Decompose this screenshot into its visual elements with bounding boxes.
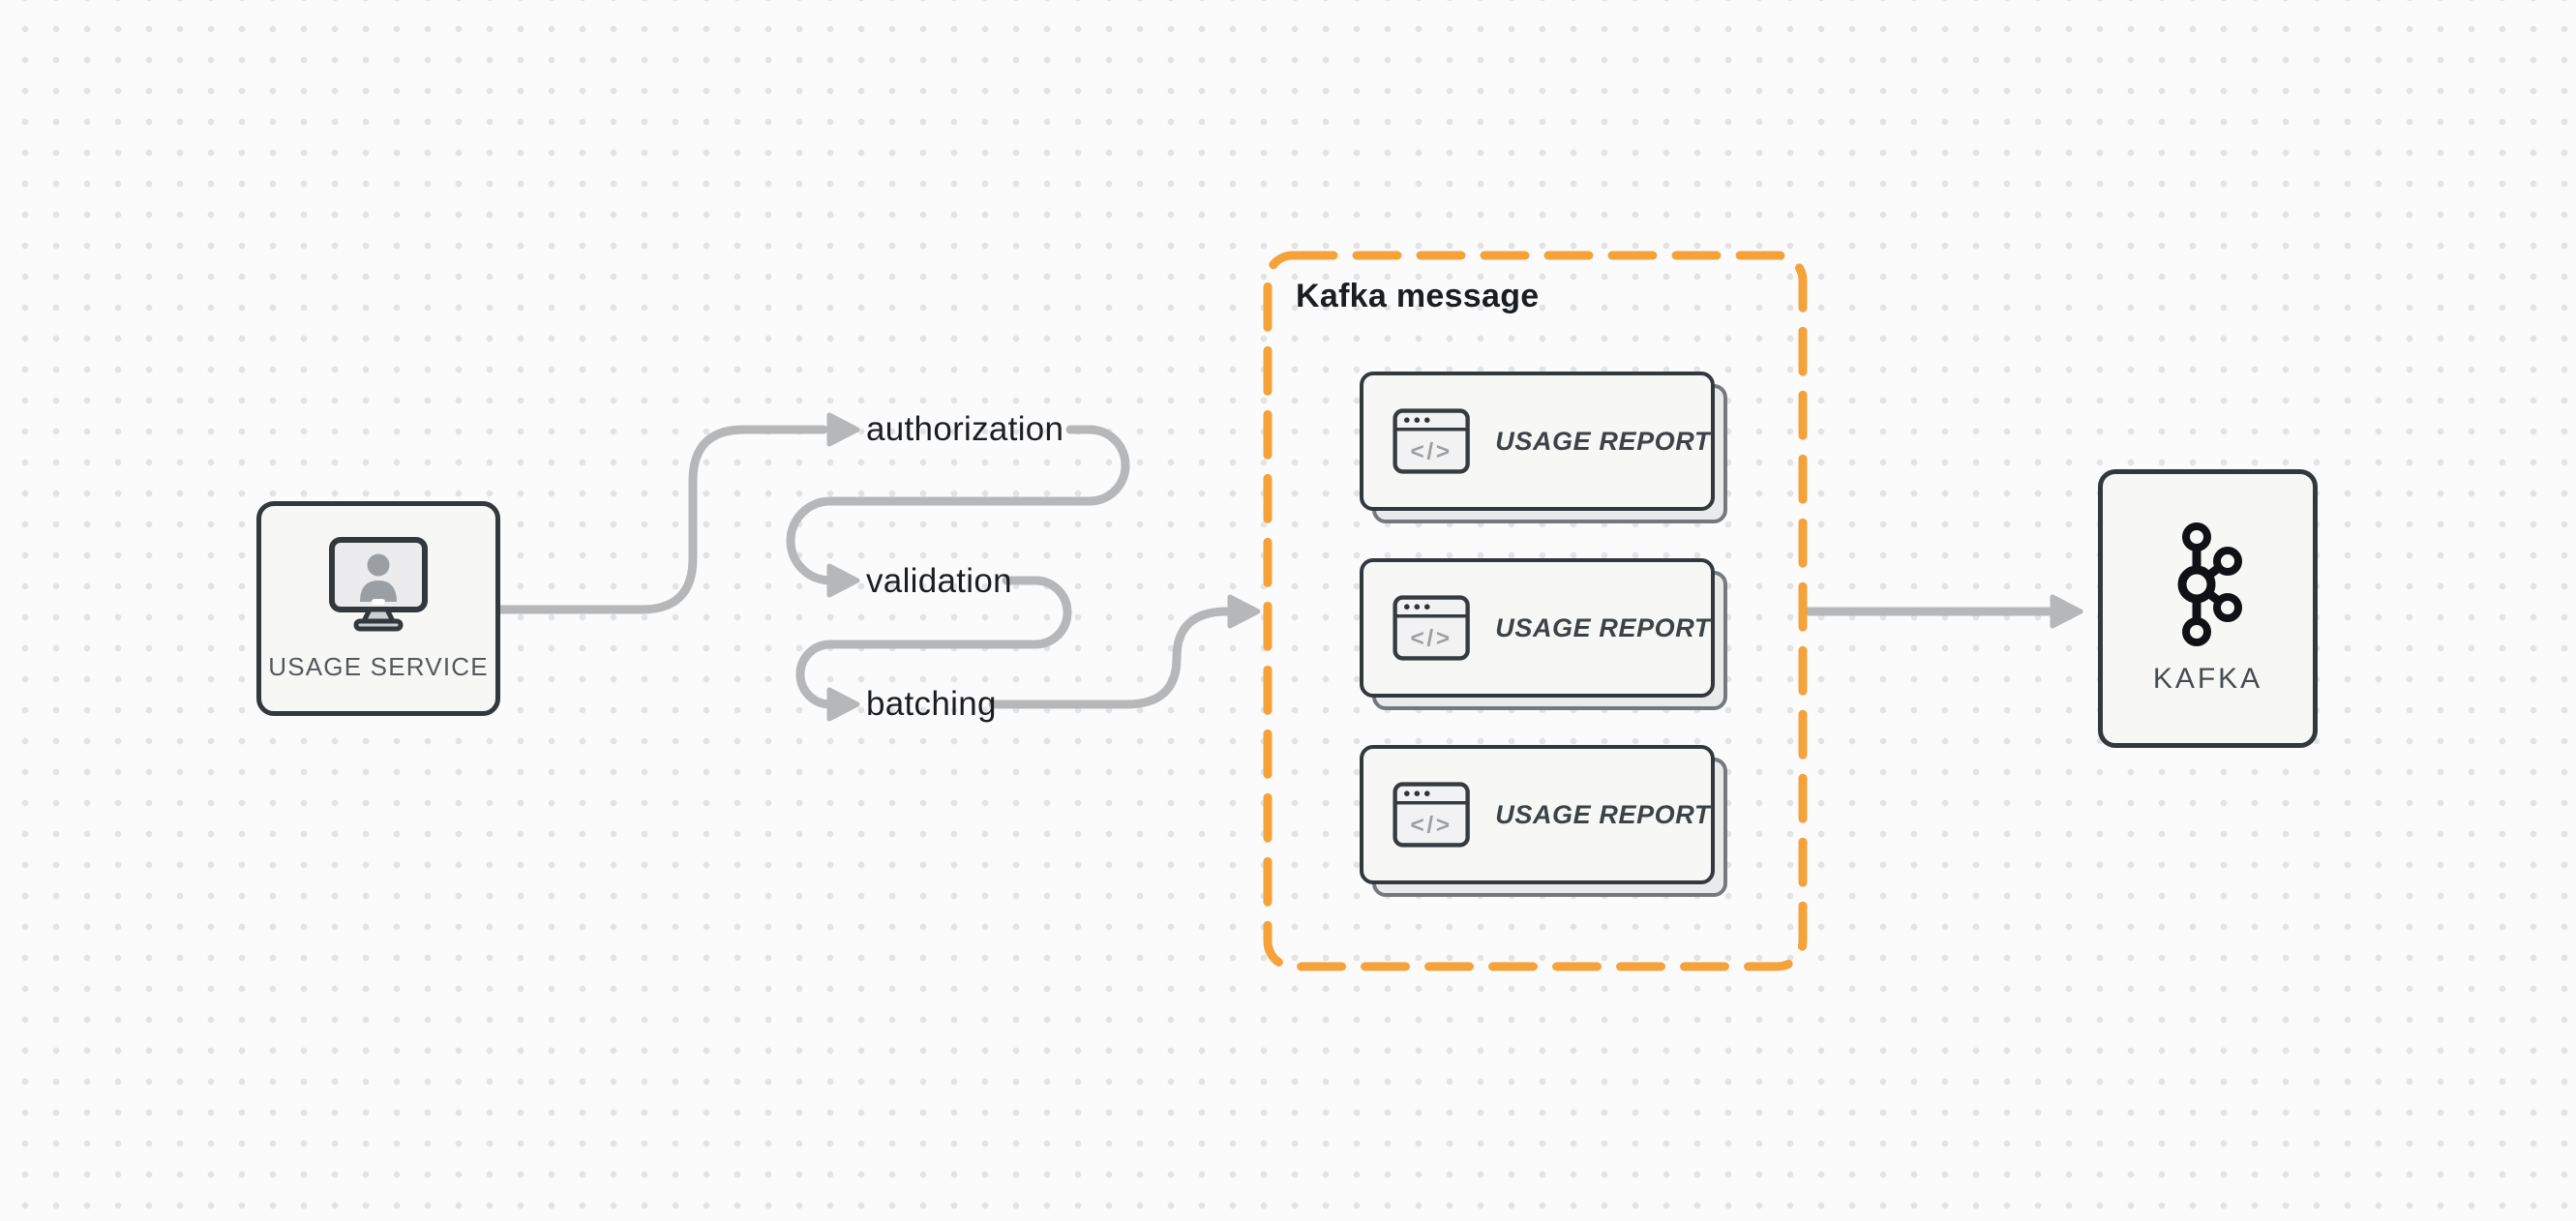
wire-usage-to-authorization bbox=[495, 425, 828, 614]
arrowhead-batching bbox=[826, 687, 860, 722]
card-face: </> USAGE REPORT bbox=[1360, 558, 1715, 698]
kafka-logo-icon bbox=[2177, 522, 2242, 646]
code-window-icon: </> bbox=[1393, 595, 1470, 661]
arrowhead-validation bbox=[826, 563, 860, 598]
monitor-user-icon bbox=[329, 536, 428, 631]
usage-report-card: </> USAGE REPORT bbox=[1360, 558, 1727, 710]
flow-step-authorization: authorization bbox=[866, 410, 1064, 448]
dashed-border bbox=[1263, 251, 1808, 971]
card-label: USAGE REPORT bbox=[1495, 799, 1711, 829]
kafka-label: KAFKA bbox=[2152, 663, 2263, 695]
wire-validation-to-batching bbox=[795, 576, 1072, 709]
card-label: USAGE REPORT bbox=[1495, 612, 1711, 642]
kafka-message-title: Kafka message bbox=[1296, 278, 1540, 314]
arrowhead-kafka-message bbox=[1227, 594, 1261, 629]
flow-step-batching: batching bbox=[866, 685, 997, 723]
wire-batching-to-kafka-message bbox=[988, 607, 1232, 709]
usage-report-card: </> USAGE REPORT bbox=[1360, 745, 1727, 897]
svg-text:</>: </> bbox=[1411, 625, 1453, 651]
arrowhead-authorization bbox=[826, 412, 860, 447]
arrowhead-kafka bbox=[2050, 594, 2083, 629]
usage-report-card: </> USAGE REPORT bbox=[1360, 372, 1727, 523]
wire-authorization-to-validation bbox=[786, 425, 1130, 585]
usage-service-label: USAGE SERVICE bbox=[268, 651, 489, 681]
kafka-message-group: Kafka message </> USAGE REPORT bbox=[1263, 251, 1808, 971]
code-window-icon: </> bbox=[1393, 782, 1470, 848]
kafka-node: KAFKA bbox=[2098, 469, 2318, 748]
card-label: USAGE REPORT bbox=[1495, 426, 1711, 456]
svg-text:</>: </> bbox=[1411, 438, 1453, 464]
card-face: </> USAGE REPORT bbox=[1360, 372, 1715, 511]
flow-step-validation: validation bbox=[866, 562, 1012, 600]
card-face: </> USAGE REPORT bbox=[1360, 745, 1715, 884]
svg-text:</>: </> bbox=[1411, 812, 1453, 838]
code-window-icon: </> bbox=[1393, 408, 1470, 474]
usage-service-node: USAGE SERVICE bbox=[256, 501, 500, 716]
